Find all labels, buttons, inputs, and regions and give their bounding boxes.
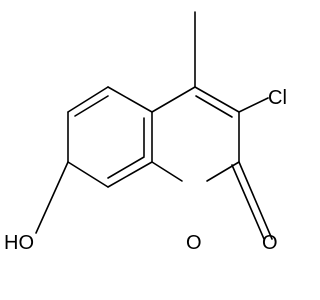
- bond-c4a-c4: [151, 86, 196, 113]
- bond-c4-c3-inner: [195, 95, 233, 118]
- chemical-structure-diagram: Cl O O HO: [4, 11, 287, 254]
- bond-carbonyl-1: [238, 161, 273, 240]
- bond-c3-cl: [238, 97, 269, 113]
- bond-c7-oh: [35, 161, 69, 234]
- bond-carbonyl-2: [231, 164, 265, 240]
- bond-c8-c8a: [107, 161, 153, 188]
- bond-c4-c3: [194, 86, 240, 113]
- chlorine-label: Cl: [268, 87, 287, 109]
- bond-o1-c8a: [151, 161, 183, 182]
- hydroxyl-label: HO: [4, 232, 34, 254]
- bond-c2-o1: [206, 161, 240, 182]
- bond-c4a-c5: [107, 86, 153, 113]
- ring-oxygen-label: O: [186, 232, 202, 254]
- bond-c7-c8: [67, 161, 109, 188]
- bond-c8-c8a-inner: [107, 156, 145, 179]
- bond-c5-c6: [67, 86, 109, 113]
- bond-c5-c6-inner: [74, 95, 109, 117]
- carbonyl-oxygen-label: O: [262, 232, 278, 254]
